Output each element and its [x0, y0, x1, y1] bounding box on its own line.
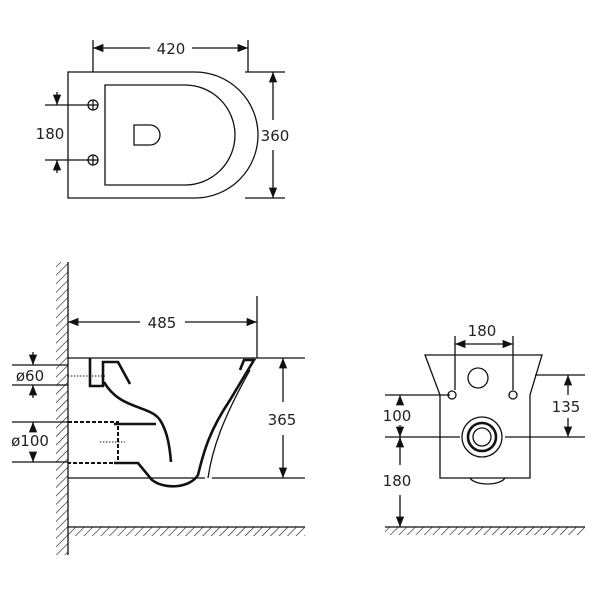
dim-outlet-diameter: ø100: [11, 432, 49, 450]
dim-inlet-to-outlet: 100: [383, 407, 412, 425]
fixing-hole: [508, 390, 518, 400]
flush-hole: [133, 124, 161, 146]
dim-hole-spacing: 180: [36, 125, 65, 143]
bowl-outline: [67, 71, 259, 199]
dim-top-to-outlet: 135: [552, 398, 581, 416]
dim-width: 420: [157, 40, 186, 58]
bowl-profile: [114, 358, 257, 488]
seat-outline: [104, 84, 236, 186]
side-view: 485 365 ø60 ø100: [11, 262, 305, 555]
dim-inlet-diameter: ø60: [16, 367, 44, 385]
outlet-pipe: [68, 421, 119, 464]
dim-depth: 360: [261, 127, 290, 145]
inlet: [88, 358, 132, 388]
rear-view: 180 100 180 135: [383, 322, 585, 535]
dim-outlet-height: 180: [383, 472, 412, 490]
outlet-hole: [461, 416, 503, 458]
top-view: 420 360 180: [36, 40, 290, 199]
dim-height: 365: [268, 411, 297, 429]
inlet-hole: [467, 367, 489, 389]
dim-holes-spacing: 180: [468, 322, 497, 340]
dim-length: 485: [148, 314, 177, 332]
